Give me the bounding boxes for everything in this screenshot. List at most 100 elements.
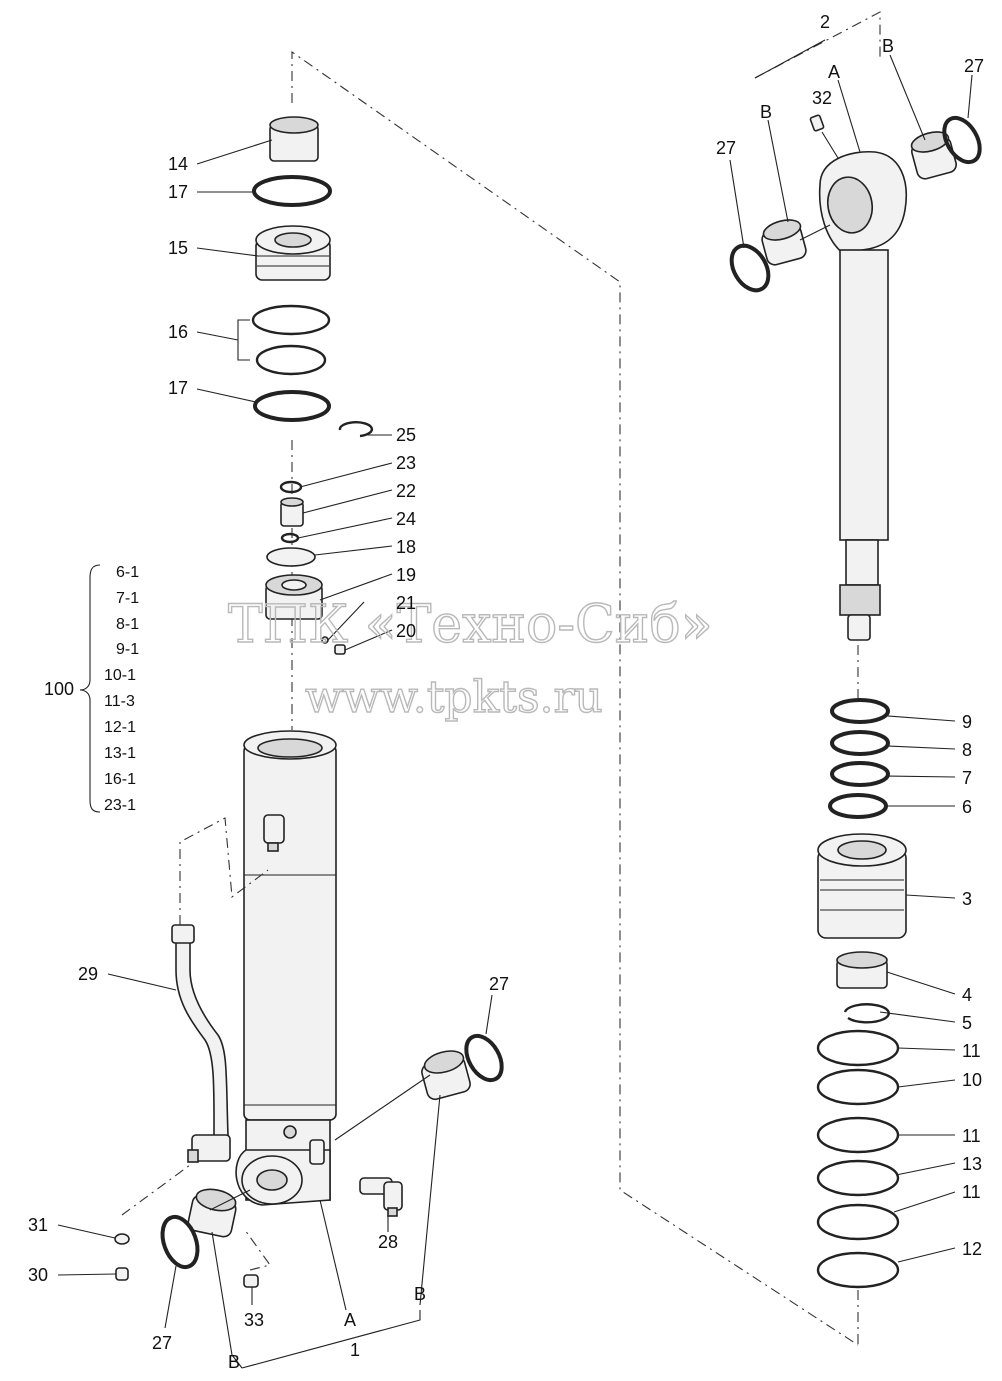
o-ring-23 xyxy=(279,480,303,494)
callout-16: 16 xyxy=(168,322,188,342)
ring-24 xyxy=(280,532,300,544)
pipe-29 xyxy=(171,924,231,1163)
nipple-32-line xyxy=(821,131,839,159)
callout-17-upper: 17 xyxy=(168,182,188,202)
piston-rod-2 xyxy=(818,150,907,641)
seal-16-lower xyxy=(255,344,327,376)
callout-7: 7 xyxy=(962,768,972,788)
bushing-left-line xyxy=(209,1189,251,1211)
callout-12: 12 xyxy=(962,1239,982,1259)
callout-b-upper-left: B xyxy=(760,102,772,122)
callout-27-lower-right: 27 xyxy=(489,974,509,994)
seal-11-a xyxy=(816,1029,900,1067)
bolt-33 xyxy=(243,1274,259,1288)
wear-ring-17-lower xyxy=(253,390,331,422)
callout-2: 2 xyxy=(820,12,830,32)
kit-item: 9-1 xyxy=(116,641,139,658)
kit-item: 12-1 xyxy=(104,719,136,736)
callout-21: 21 xyxy=(396,593,416,613)
seal-11-c xyxy=(816,1203,900,1241)
collar-22 xyxy=(280,497,304,527)
callout-14: 14 xyxy=(168,154,188,174)
gland-3 xyxy=(817,833,907,939)
washer-18 xyxy=(266,547,316,567)
seal-13 xyxy=(816,1159,900,1197)
callout-10: 10 xyxy=(962,1070,982,1090)
callout-11-a: 11 xyxy=(962,1041,981,1061)
callout-5: 5 xyxy=(962,1013,972,1033)
kit-item: 7-1 xyxy=(116,590,139,607)
kit-item: 6-1 xyxy=(116,564,139,581)
callout-a-lower: A xyxy=(344,1310,356,1330)
cylinder-tube-1 xyxy=(235,730,337,1206)
callout-31: 31 xyxy=(28,1215,48,1235)
callout-3: 3 xyxy=(962,889,972,909)
callout-27-upper-right: 27 xyxy=(964,56,984,76)
callout-1: 1 xyxy=(350,1340,360,1360)
ring-8 xyxy=(830,730,890,756)
callout-29: 29 xyxy=(78,964,98,984)
seal-11-b xyxy=(816,1116,900,1154)
callout-27-lower-left: 27 xyxy=(152,1333,172,1353)
bolt-33-line xyxy=(244,1229,271,1271)
kit-item: 11-3 xyxy=(104,693,135,710)
callout-24: 24 xyxy=(396,509,416,529)
watermark-site: www.tpkts.ru xyxy=(305,672,603,723)
bushing-14 xyxy=(269,116,319,162)
kit-number: 100 xyxy=(44,679,74,699)
plug-30-line xyxy=(121,1164,191,1216)
callout-19: 19 xyxy=(396,565,416,585)
snap-ring-25 xyxy=(338,421,374,438)
ring-7 xyxy=(830,761,890,787)
snap-ring-5 xyxy=(843,1003,890,1024)
callout-22: 22 xyxy=(396,481,416,501)
seal-10 xyxy=(816,1068,900,1106)
plug-30 xyxy=(115,1267,129,1281)
kit-item: 10-1 xyxy=(104,667,136,684)
callout-6: 6 xyxy=(962,797,972,817)
callout-33: 33 xyxy=(244,1310,264,1330)
seal-27-lower-left xyxy=(160,1214,200,1270)
kit-item: 8-1 xyxy=(116,616,139,633)
bushing-4 xyxy=(836,951,888,989)
leader-lines xyxy=(57,39,973,1369)
callout-25: 25 xyxy=(396,425,416,445)
bushing-b-lower-right xyxy=(421,1050,471,1101)
callout-b-lower-left: B xyxy=(228,1352,240,1372)
callout-a-upper: A xyxy=(828,62,840,82)
pipe-routing-line xyxy=(179,817,269,925)
callout-18: 18 xyxy=(396,537,416,557)
seal-12 xyxy=(816,1251,900,1289)
callout-32: 32 xyxy=(812,88,832,108)
seal-27-lower-right xyxy=(464,1033,504,1083)
kit-items: 6-1 7-1 8-1 9-1 10-1 11-3 12-1 13-1 16-1… xyxy=(104,564,139,814)
wear-ring-17-upper xyxy=(252,175,332,207)
upper-bushing-line xyxy=(799,224,831,241)
bushing-b-lower-left xyxy=(187,1188,237,1238)
callout-15: 15 xyxy=(168,238,188,258)
callout-23: 23 xyxy=(396,453,416,473)
callout-4: 4 xyxy=(962,985,972,1005)
kit-item: 23-1 xyxy=(104,797,136,814)
callout-11-b: 11 xyxy=(962,1126,981,1146)
callout-27-upper-left: 27 xyxy=(716,138,736,158)
callout-b-lower-right: B xyxy=(414,1284,426,1304)
kit-item: 16-1 xyxy=(104,771,136,788)
seal-27-upper-right xyxy=(942,115,982,165)
ring-6 xyxy=(828,793,888,819)
callout-b-upper-right: B xyxy=(882,36,894,56)
callout-8: 8 xyxy=(962,740,972,760)
elbow-fitting-28 xyxy=(359,1177,403,1217)
bushing-b-upper-right xyxy=(910,131,957,180)
ring-9 xyxy=(830,698,890,724)
watermark-company: ТПК «Техно-Сиб» xyxy=(228,595,713,655)
callout-30: 30 xyxy=(28,1265,48,1285)
kit-bracket xyxy=(79,564,101,813)
kit-item: 13-1 xyxy=(104,745,136,762)
piston-15 xyxy=(255,225,331,281)
grease-nipple-32 xyxy=(809,114,825,132)
callout-28: 28 xyxy=(378,1232,398,1252)
callout-17-lower: 17 xyxy=(168,378,188,398)
callout-20: 20 xyxy=(396,621,416,641)
